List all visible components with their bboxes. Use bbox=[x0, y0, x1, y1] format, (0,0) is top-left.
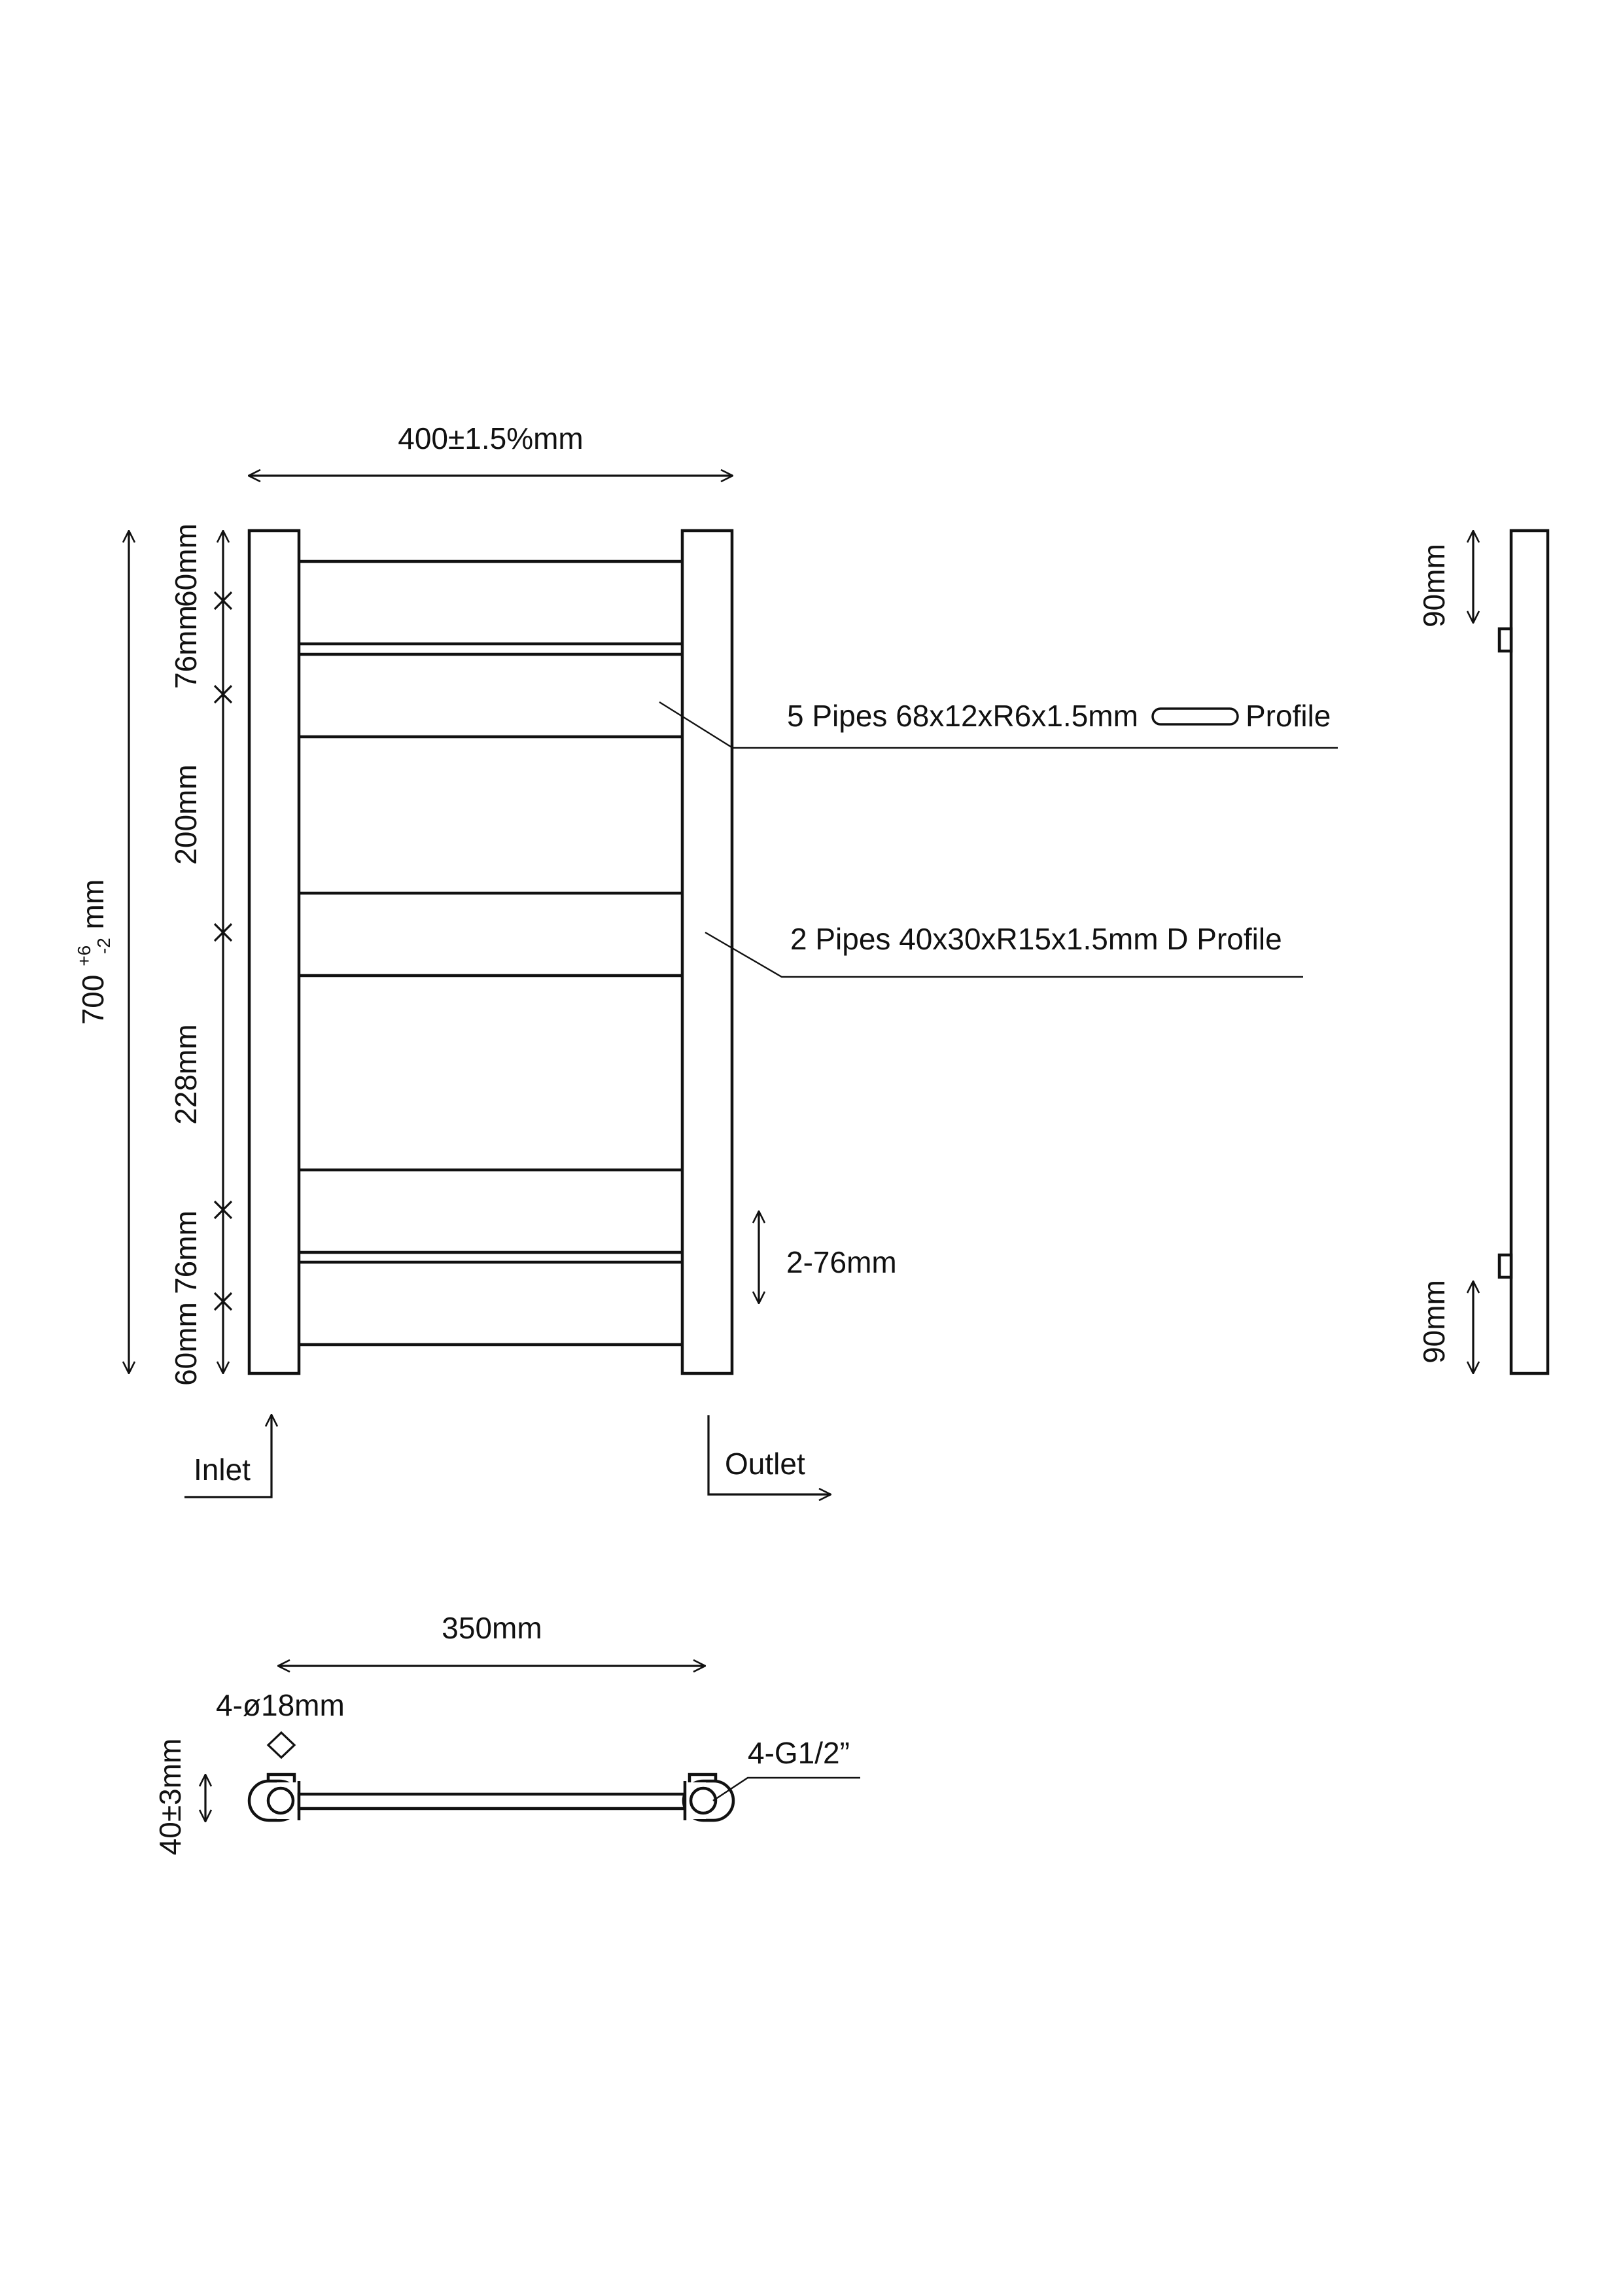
side-column bbox=[1509, 529, 1550, 1375]
bottom-pipe bbox=[297, 1792, 687, 1810]
depth-label: 40±3mm bbox=[153, 1739, 187, 1856]
diamond-hole-icon bbox=[266, 1731, 296, 1759]
pipe-5 bbox=[296, 1260, 686, 1347]
side-view: 90mm 90mm bbox=[1417, 529, 1550, 1375]
front-view: 400±1.5%mm 700 +6 -2 mm 60mm 76mm 200m bbox=[63, 421, 1338, 1498]
width-label: 400±1.5%mm bbox=[398, 421, 583, 455]
height-label: 700 +6 -2 mm bbox=[63, 879, 116, 1025]
spacing-label-top-60: 60mm bbox=[169, 523, 203, 607]
spacing-label-bottom-60: 60mm bbox=[169, 1302, 203, 1386]
right-column bbox=[680, 529, 734, 1375]
spacing-label-bottom-76: 76mm bbox=[169, 1210, 203, 1294]
pipe-4 bbox=[296, 1168, 686, 1254]
height-value: 700 bbox=[76, 975, 110, 1025]
height-unit: mm bbox=[76, 879, 110, 930]
spacing-label-200: 200mm bbox=[169, 764, 203, 864]
outlet-indicator: Outlet bbox=[707, 1415, 831, 1494]
left-fitting bbox=[247, 1773, 301, 1822]
left-column bbox=[247, 529, 301, 1375]
side-top-label: 90mm bbox=[1417, 544, 1451, 627]
hole-label: 4-ø18mm bbox=[216, 1688, 345, 1722]
bottom-view: 350mm 4-ø18mm 40±3mm 4-G1/2” bbox=[153, 1611, 860, 1855]
outlet-label: Outlet bbox=[725, 1447, 805, 1481]
inlet-indicator: Inlet bbox=[184, 1415, 271, 1498]
gap-label: 2-76mm bbox=[786, 1245, 897, 1279]
thread-label: 4-G1/2” bbox=[748, 1736, 850, 1770]
pipe-callout-2: 2 Pipes 40x30xR15x1.5mm D Profile bbox=[705, 922, 1303, 978]
pipe-3 bbox=[296, 891, 686, 978]
pipe-2 bbox=[296, 652, 686, 739]
flat-pipe-profile-icon bbox=[1151, 707, 1239, 726]
right-fitting bbox=[682, 1773, 735, 1822]
thread-leader-line bbox=[712, 1776, 860, 1802]
horizontal-pipes bbox=[296, 559, 686, 1347]
pipe-note-1-suffix: Profile bbox=[1246, 699, 1331, 733]
side-bottom-label: 90mm bbox=[1417, 1280, 1451, 1364]
height-tolerance-plus: +6 bbox=[74, 945, 94, 966]
spacing-label-top-76: 76mm bbox=[169, 605, 203, 689]
pipe-note-2: 2 Pipes 40x30xR15x1.5mm D Profile bbox=[790, 922, 1282, 956]
top-bracket bbox=[1497, 627, 1513, 653]
bottom-bracket bbox=[1497, 1253, 1513, 1279]
pipe-callout-1: 5 Pipes 68x12xR6x1.5mm Profile bbox=[659, 699, 1338, 749]
span-label: 350mm bbox=[442, 1611, 542, 1645]
svg-text:700 +6 -2: 700 +6 -2 mm bbox=[63, 879, 116, 1025]
spacing-dimension-chain: 60mm 76mm 200mm 228mm 76mm 60mm bbox=[169, 523, 233, 1386]
pipe-1 bbox=[296, 559, 686, 646]
spacing-label-228: 228mm bbox=[169, 1024, 203, 1124]
height-tolerance-minus: -2 bbox=[94, 938, 114, 954]
tick-marks bbox=[213, 591, 233, 1311]
inlet-label: Inlet bbox=[194, 1453, 251, 1487]
pipe-note-1: 5 Pipes 68x12xR6x1.5mm bbox=[787, 699, 1138, 733]
